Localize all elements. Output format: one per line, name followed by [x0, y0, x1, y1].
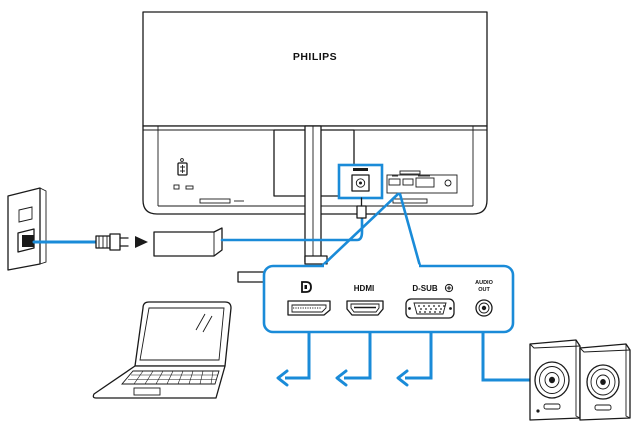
arrow-right-icon — [135, 236, 148, 248]
plus-in-circle-icon — [444, 283, 454, 293]
dsub-port: D-SUB — [405, 283, 455, 319]
audio-jack-icon — [475, 299, 493, 317]
power-adapter — [153, 227, 223, 257]
signal-cables — [276, 332, 530, 387]
displayport-port — [287, 281, 331, 316]
hdmi-port: HDMI — [346, 284, 384, 316]
port-callout: HDMI D-SUB AUDIO OUT — [262, 192, 515, 334]
arrow-left-icon — [276, 369, 289, 387]
arrow-left-icon — [396, 369, 409, 387]
dc-plug — [356, 205, 367, 219]
wall-plate — [7, 187, 41, 271]
laptop — [92, 301, 232, 399]
hdmi-label: HDMI — [354, 284, 374, 293]
speaker-right — [579, 343, 631, 421]
power-cable — [32, 197, 367, 257]
callout-pointer — [321, 192, 422, 267]
monitor-screen — [142, 11, 488, 127]
arrow-left-icon — [335, 369, 348, 387]
speakers — [529, 339, 631, 421]
audio-out-port: AUDIO OUT — [475, 280, 494, 317]
rear-io-panel — [386, 174, 458, 194]
audio-label-line1: AUDIO — [475, 280, 493, 286]
dsub-label: D-SUB — [412, 284, 438, 293]
laptop-screen — [134, 301, 232, 367]
speaker-left — [529, 339, 581, 421]
audio-label-line2: OUT — [478, 287, 490, 293]
wall-outlet — [7, 187, 47, 271]
brand-logo: PHILIPS — [293, 51, 337, 63]
monitor: PHILIPS — [142, 11, 488, 283]
port-panel — [262, 264, 515, 334]
displayport-logo-icon — [301, 281, 312, 293]
